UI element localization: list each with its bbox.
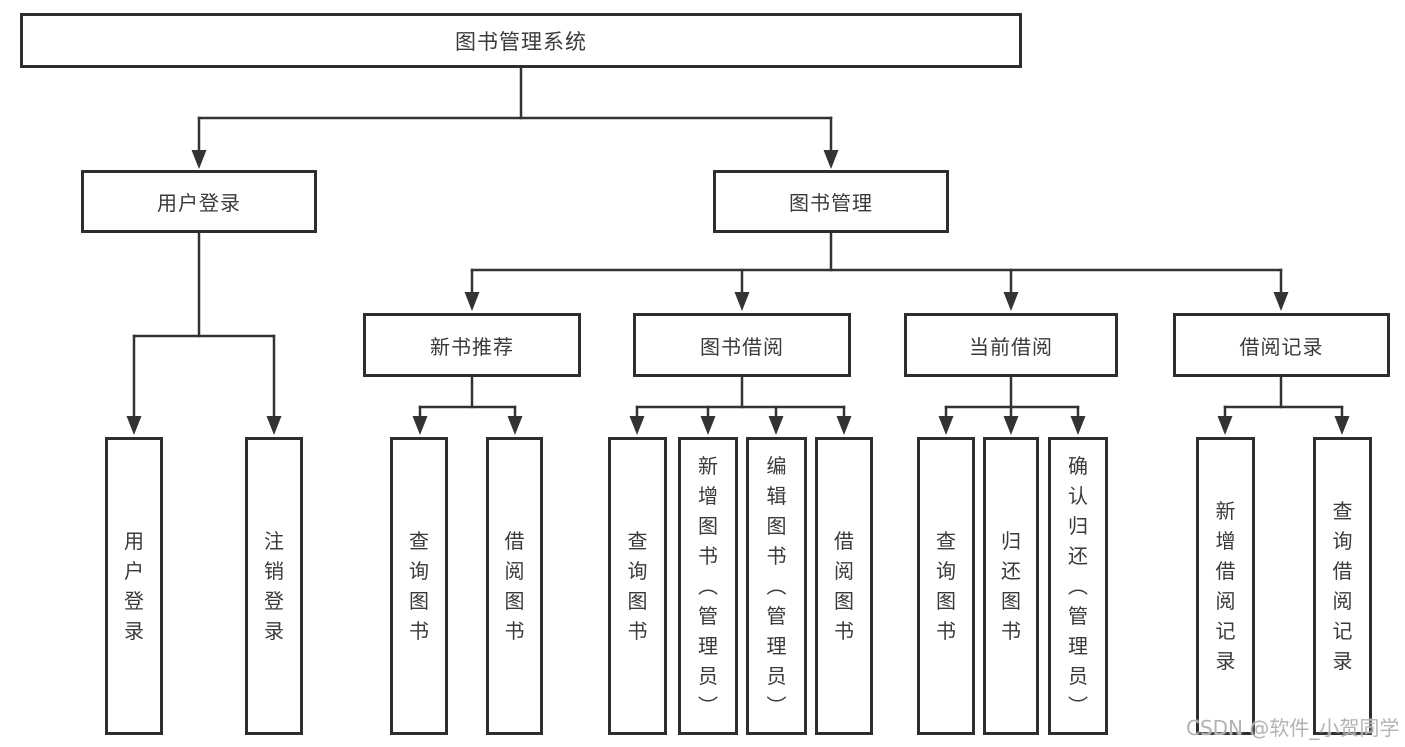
leaf-query-borrow-record: 查询借阅记录 — [1313, 437, 1372, 735]
node-current-borrow: 当前借阅 — [904, 313, 1118, 377]
edges-root-to-level2 — [191, 66, 839, 169]
node-book-borrow: 图书借阅 — [633, 313, 851, 377]
edges-current-borrow-children — [938, 375, 1086, 435]
edges-user-login-children — [126, 231, 282, 435]
edges-book-borrow-children — [629, 375, 852, 435]
edges-book-mgmt-to-level3 — [464, 231, 1289, 311]
leaf-borrow-books-rec: 借阅图书 — [486, 437, 543, 735]
leaf-query-books-borrow: 查询图书 — [608, 437, 667, 735]
node-library-system: 图书管理系统 — [20, 13, 1022, 68]
edges-borrow-records-children — [1217, 375, 1350, 435]
leaf-logout-label: 注销登录 — [264, 529, 284, 643]
leaf-edit-books-admin: 编辑图书︵管理员︶ — [746, 437, 807, 735]
leaf-borrow-books-label: 借阅图书 — [834, 529, 854, 643]
leaf-edit-books-admin-label: 编辑图书︵管理员︶ — [766, 454, 787, 718]
leaf-user-login: 用户登录 — [105, 437, 163, 735]
csdn-watermark: CSDN @软件_小贺同学 — [1186, 716, 1400, 740]
leaf-borrow-books: 借阅图书 — [815, 437, 873, 735]
leaf-add-books-admin: 新增图书︵管理员︶ — [678, 437, 738, 735]
leaf-add-borrow-record: 新增借阅记录 — [1196, 437, 1255, 735]
leaf-query-books-borrow-label: 查询图书 — [627, 529, 648, 643]
leaf-logout: 注销登录 — [245, 437, 303, 735]
node-borrow-records: 借阅记录 — [1173, 313, 1390, 377]
edges-new-book-rec-children — [412, 375, 523, 435]
leaf-confirm-return-admin: 确认归还︵管理员︶ — [1048, 437, 1108, 735]
leaf-add-borrow-record-label: 新增借阅记录 — [1215, 499, 1236, 673]
node-user-login: 用户登录 — [81, 170, 317, 233]
leaf-borrow-books-rec-label: 借阅图书 — [504, 529, 525, 643]
leaf-query-books-rec: 查询图书 — [390, 437, 448, 735]
leaf-query-books-rec-label: 查询图书 — [409, 529, 429, 643]
node-new-book-recommend: 新书推荐 — [363, 313, 581, 377]
leaf-return-books-label: 归还图书 — [1001, 529, 1021, 643]
leaf-user-login-label: 用户登录 — [124, 529, 144, 643]
leaf-return-books: 归还图书 — [983, 437, 1039, 735]
leaf-query-borrow-record-label: 查询借阅记录 — [1332, 499, 1353, 673]
leaf-confirm-return-admin-label: 确认归还︵管理员︶ — [1068, 454, 1088, 718]
leaf-query-books-current-label: 查询图书 — [936, 529, 956, 643]
leaf-query-books-current: 查询图书 — [917, 437, 975, 735]
node-book-management: 图书管理 — [713, 170, 949, 233]
leaf-add-books-admin-label: 新增图书︵管理员︶ — [698, 454, 718, 718]
